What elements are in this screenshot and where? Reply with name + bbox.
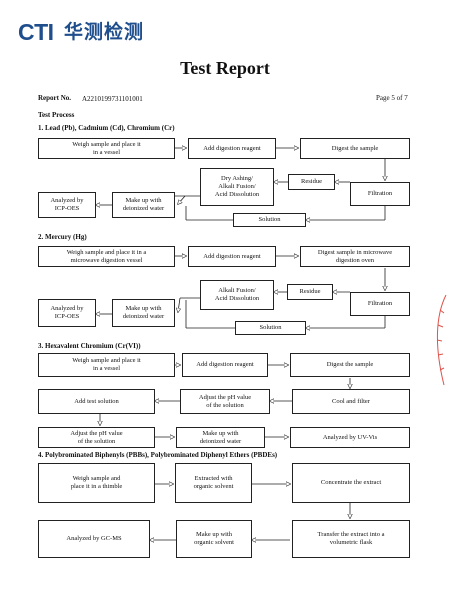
s4-concentrate-box: Concentrate the extract: [292, 463, 410, 503]
logo-cti: CTI: [18, 19, 54, 45]
s2-fusion-box: Alkali Fusion/ Acid Dissolution: [200, 280, 274, 310]
s1-digest-box: Digest the sample: [300, 138, 410, 159]
section-3-heading: 3. Hexavalent Chromium (Cr(VI)): [38, 342, 141, 350]
s1-filtration-box: Filtration: [350, 182, 410, 206]
s1-digest-reagent-box: Add digestion reagent: [188, 138, 276, 159]
section-4-heading: 4. Polybrominated Biphenyls (PBBs), Poly…: [38, 451, 278, 459]
s2-digest-reagent-box: Add digestion reagent: [188, 246, 276, 267]
s4-extract-box: Extracted with organic solvent: [175, 463, 252, 503]
s2-digest-box: Digest sample in microwave digestion ove…: [300, 246, 410, 267]
page-number: Page 5 of 7: [376, 94, 408, 102]
s3-cool-filter-box: Cool and filter: [292, 389, 410, 414]
s3-weigh-box: Weigh sample and place it in a vessel: [38, 353, 175, 377]
s2-weigh-box: Weigh sample and place it in a microwave…: [38, 246, 175, 267]
s3-adjust-ph-box-2: Adjust the pH value of the solution: [38, 427, 155, 448]
s2-residue-box: Residue: [287, 284, 333, 300]
s1-solution-box: Solution: [233, 213, 306, 227]
section-1-heading: 1. Lead (Pb), Cadmium (Cd), Chromium (Cr…: [38, 124, 175, 132]
s1-weigh-box: Weigh sample and place it in a vessel: [38, 138, 175, 159]
logo-chinese: 华测检测: [64, 21, 145, 43]
s4-weigh-box: Weigh sample and place it in a thimble: [38, 463, 155, 503]
section-2-heading: 2. Mercury (Hg): [38, 233, 87, 241]
report-title: Test Report: [180, 58, 270, 78]
report-no-label: Report No.: [38, 94, 72, 102]
s4-makeup-box: Make up with organic solvent: [176, 520, 252, 558]
s2-filtration-box: Filtration: [350, 292, 410, 316]
s2-solution-box: Solution: [235, 321, 306, 335]
s2-makeup-box: Make up with deionized water: [112, 299, 175, 327]
s3-analyze-box: Analyzed by UV-Vis: [290, 427, 410, 448]
test-process-label: Test Process: [38, 111, 75, 119]
seal-stamp: [436, 294, 447, 386]
report-no: A2210199731101001: [82, 95, 143, 103]
s2-analyze-box: Analyzed by ICP-OES: [38, 299, 96, 327]
s3-digest-box: Digest the sample: [290, 353, 410, 377]
s1-analyze-box: Analyzed by ICP-OES: [38, 192, 96, 218]
s3-makeup-box: Make up with deionized water: [176, 427, 265, 448]
s3-digest-reagent-box: Add digestion reagent: [182, 353, 268, 377]
s1-makeup-box: Make up with deionized water: [112, 192, 175, 218]
s3-adjust-ph-box-1: Adjust the pH value of the solution: [180, 389, 270, 414]
s1-residue-box: Residue: [288, 174, 335, 190]
s4-analyze-box: Analyzed by GC-MS: [38, 520, 150, 558]
s4-transfer-box: Transfer the extract into a volumetric f…: [292, 520, 410, 558]
s3-add-test-box: Add test solution: [38, 389, 155, 414]
s1-ashing-box: Dry Ashing/ Alkali Fusion/ Acid Dissolut…: [200, 168, 274, 206]
